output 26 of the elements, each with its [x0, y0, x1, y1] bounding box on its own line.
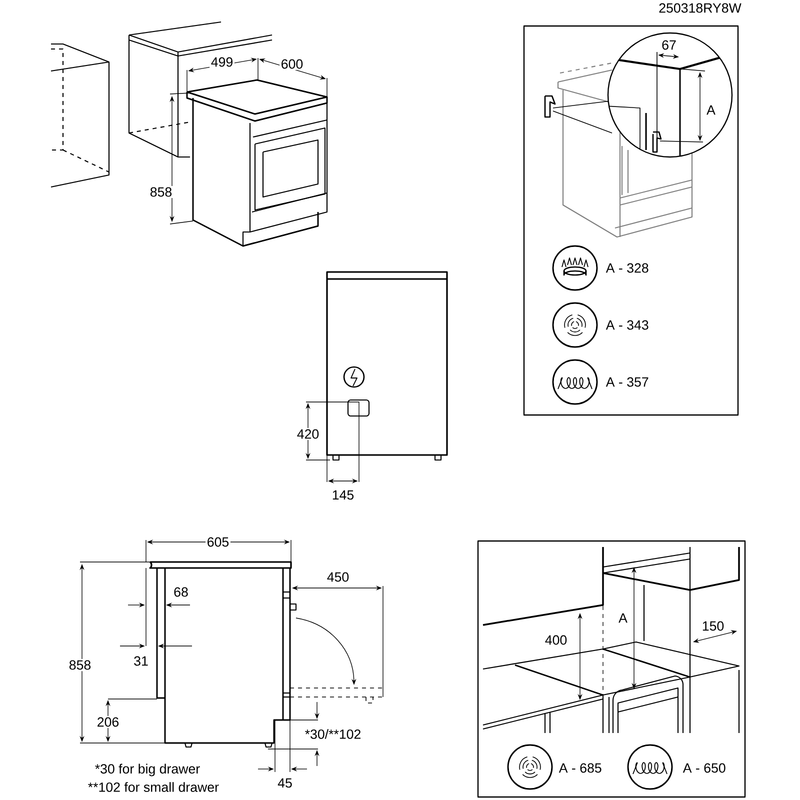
clearance-label: A - 343	[606, 320, 648, 330]
dimension-label: 150	[702, 621, 724, 631]
clearance-label: A - 357	[606, 377, 648, 387]
dimension-label: 31	[134, 656, 148, 666]
dimension-label: A	[705, 104, 717, 116]
dimension-label: 420	[296, 428, 320, 440]
dimension-label: 605	[206, 536, 230, 548]
dimension-label: 206	[96, 716, 120, 728]
dimension-label: 400	[544, 634, 568, 646]
dimension-label: 450	[327, 572, 349, 582]
dimension-label: 145	[332, 490, 354, 500]
dimension-label: *30/**102	[305, 729, 360, 739]
clearance-label: A - 650	[682, 763, 726, 773]
dimension-label: 600	[280, 58, 304, 70]
footnote: **102 for small drawer	[88, 782, 219, 792]
document-code: 250318RY8W	[659, 3, 742, 13]
dimension-label: 858	[68, 658, 92, 672]
dimension-label: 858	[148, 186, 174, 198]
dimension-label: 68	[174, 587, 188, 597]
dimension-label: A	[617, 612, 629, 624]
dimension-label: 45	[278, 778, 292, 788]
footnote: *30 for big drawer	[95, 764, 200, 776]
clearance-label: A - 685	[558, 763, 602, 773]
clearance-label: A - 328	[606, 263, 648, 273]
dimension-label: 499	[210, 56, 234, 68]
dimension-label: 67	[662, 40, 676, 50]
